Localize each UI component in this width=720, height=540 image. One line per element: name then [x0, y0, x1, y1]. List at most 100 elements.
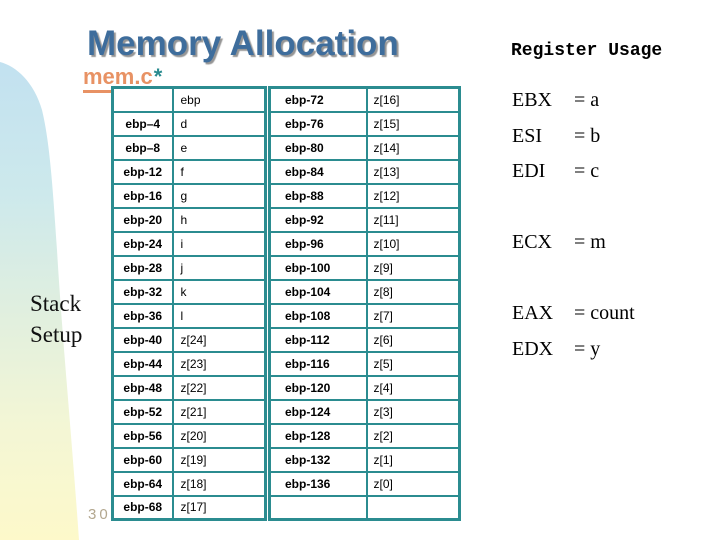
address-cell: ebp-24: [111, 230, 174, 257]
page-number: 30: [88, 506, 111, 523]
value-cell: j: [171, 254, 267, 281]
value-cell: z[10]: [365, 230, 461, 257]
address-cell: ebp-100: [268, 254, 368, 281]
value-cell: f: [171, 158, 267, 185]
address-cell: ebp-76: [268, 110, 368, 137]
register-name: EAX: [512, 302, 554, 325]
value-cell: z[19]: [171, 446, 267, 473]
value-cell: z[23]: [171, 350, 267, 377]
address-cell: [268, 494, 368, 521]
register-name: EDX: [512, 337, 554, 360]
register-value: = count: [574, 302, 635, 325]
value-cell: z[16]: [365, 86, 461, 113]
value-cell: d: [171, 110, 267, 137]
address-cell: ebp-20: [111, 206, 174, 233]
address-cell: ebp–8: [111, 134, 174, 161]
address-cell: ebp-12: [111, 158, 174, 185]
subtitle-footnote-marker: *: [153, 64, 163, 89]
value-cell: z[12]: [365, 182, 461, 209]
register-value: = m: [574, 231, 606, 254]
slide-title: Memory Allocation: [87, 24, 399, 63]
value-cell: z[24]: [171, 326, 267, 353]
address-cell: ebp-56: [111, 422, 174, 449]
address-cell: ebp-112: [268, 326, 368, 353]
address-cell: ebp-92: [268, 206, 368, 233]
table-row: ebp: [111, 86, 267, 113]
value-cell: z[0]: [365, 470, 461, 497]
value-cell: l: [171, 302, 267, 329]
register-name: ECX: [512, 231, 552, 254]
value-cell: [365, 494, 461, 521]
register-value: = a: [574, 89, 600, 112]
value-cell: i: [171, 230, 267, 257]
address-cell: ebp-68: [111, 494, 174, 521]
address-cell: ebp-88: [268, 182, 368, 209]
stack-setup-line1: Stack: [30, 291, 82, 316]
register-value: = y: [574, 337, 601, 360]
value-cell: z[1]: [365, 446, 461, 473]
address-cell: ebp-72: [268, 86, 368, 113]
address-cell: ebp-132: [268, 446, 368, 473]
register-row: EDI = c: [512, 154, 635, 190]
address-cell: ebp-136: [268, 470, 368, 497]
value-cell: z[2]: [365, 422, 461, 449]
address-cell: ebp-64: [111, 470, 174, 497]
address-cell: ebp-48: [111, 374, 174, 401]
address-cell: ebp-80: [268, 134, 368, 161]
value-cell: z[21]: [171, 398, 267, 425]
value-cell: z[15]: [365, 110, 461, 137]
address-cell: ebp-104: [268, 278, 368, 305]
register-row: [512, 261, 635, 297]
value-cell: z[18]: [171, 470, 267, 497]
value-cell: z[5]: [365, 350, 461, 377]
value-cell: g: [171, 182, 267, 209]
value-cell: z[6]: [365, 326, 461, 353]
stack-setup-label: Stack Setup: [30, 288, 82, 350]
address-cell: ebp-60: [111, 446, 174, 473]
address-cell: ebp–4: [111, 110, 174, 137]
address-cell: ebp-108: [268, 302, 368, 329]
register-row: [512, 190, 635, 226]
address-cell: ebp-16: [111, 182, 174, 209]
register-row: EAX = count: [512, 296, 635, 332]
register-usage-heading: Register Usage: [511, 41, 663, 61]
register-row: ESI= b: [512, 119, 635, 155]
value-cell: z[14]: [365, 134, 461, 161]
value-cell: z[20]: [171, 422, 267, 449]
address-cell: ebp-28: [111, 254, 174, 281]
register-value: = c: [574, 160, 600, 183]
address-cell: ebp-96: [268, 230, 368, 257]
background-gradient-curve: [0, 62, 79, 540]
value-cell: ebp: [171, 86, 267, 113]
register-name: EDI: [512, 160, 546, 183]
